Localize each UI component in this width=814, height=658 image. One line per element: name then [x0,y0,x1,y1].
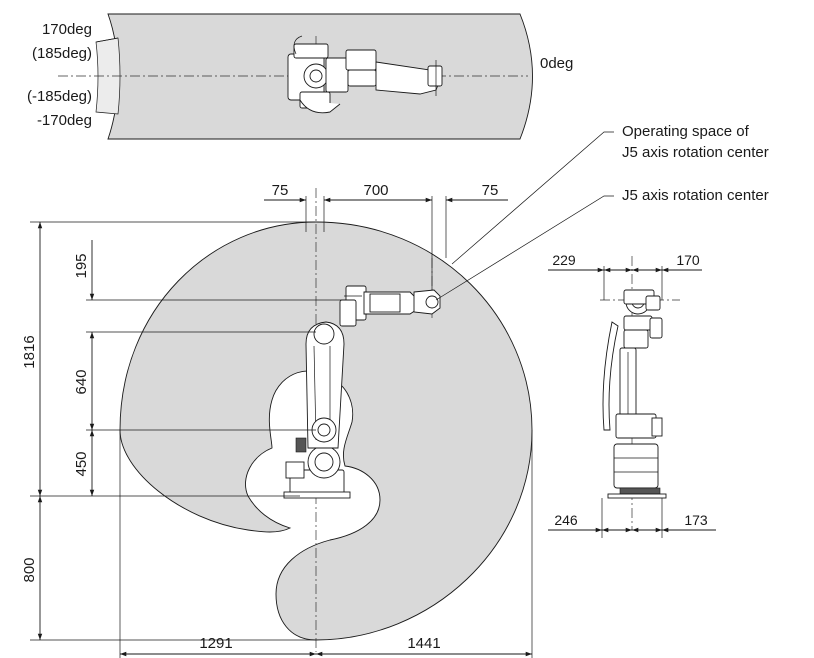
dim-front-bottom-right: 173 [684,512,708,528]
robot-front-silhouette [602,289,667,499]
angle-label-minus-185: (-185deg) [27,88,92,105]
dim-top-left: 75 [272,182,289,199]
side-view: 75 700 75 195 640 450 1816 800 1291 1441 [21,182,533,658]
callout-operating-space-line1: Operating space of [622,123,750,140]
side-view-envelope [119,221,533,641]
dim-v-1816: 1816 [21,335,38,368]
angle-label-zero: 0deg [540,55,573,72]
callout-rotation-center: J5 axis rotation center [622,187,769,204]
dim-top-right: 75 [482,182,499,199]
dim-h-1441: 1441 [407,635,440,652]
angle-label-plus-170: 170deg [42,21,92,38]
angle-label-minus-170: -170deg [37,112,92,129]
angle-label-plus-185: (185deg) [32,45,92,62]
callouts: Operating space of J5 axis rotation cent… [435,123,769,301]
robot-side-silhouette [283,285,441,499]
dim-v-800: 800 [21,557,38,582]
dim-v-640: 640 [73,369,90,394]
dim-front-top-right: 170 [676,252,700,268]
dim-h-1291: 1291 [199,635,232,652]
robot-top-silhouette [287,35,443,114]
front-view: 229 170 246 173 [548,252,716,538]
callout-leader-operating-space [451,131,614,265]
callout-leader-rotation-center [435,195,614,301]
dim-front-top-left: 229 [552,252,576,268]
dim-front-bottom-left: 246 [554,512,578,528]
callout-operating-space-line2: J5 axis rotation center [622,144,769,161]
dim-v-450: 450 [73,451,90,476]
dim-top-mid: 700 [363,182,388,199]
dim-v-195: 195 [73,253,90,278]
top-view: 170deg (185deg) (-185deg) -170deg 0deg [27,13,573,140]
